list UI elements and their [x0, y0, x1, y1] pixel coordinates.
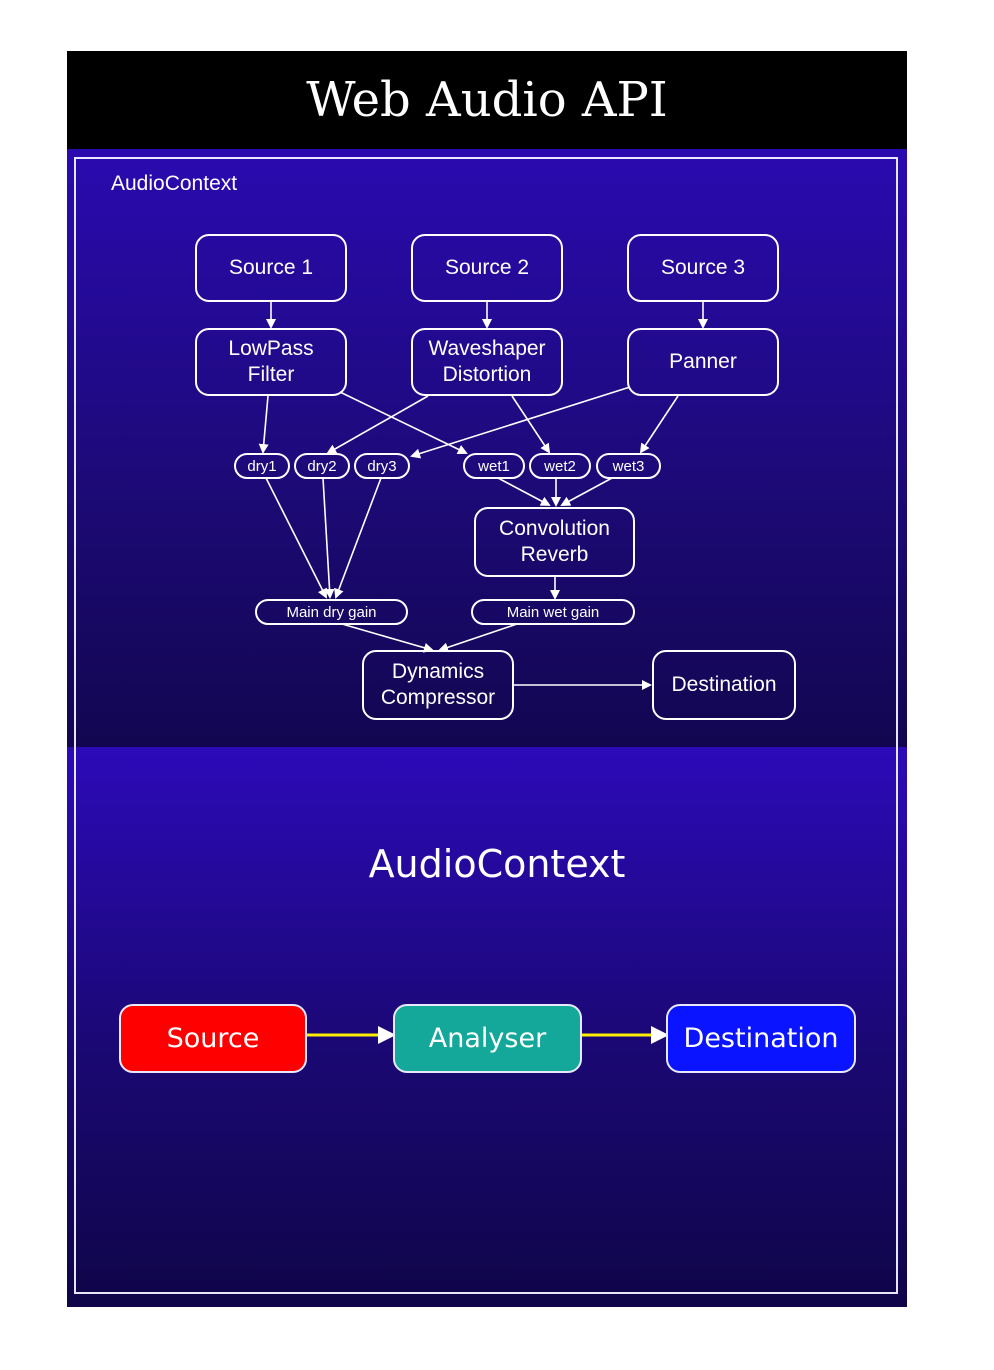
panner-node[interactable]: Panner	[627, 328, 779, 396]
source-2-node[interactable]: Source 2	[411, 234, 563, 302]
wet3-gain[interactable]: wet3	[596, 453, 661, 479]
arrow-dry3-maindry	[334, 477, 382, 599]
audiocontext-label-bottom: AudioContext	[368, 842, 626, 886]
wet2-gain[interactable]: wet2	[529, 453, 591, 479]
arrow-dry2-maindry	[322, 477, 335, 599]
page-title: Web Audio API	[306, 72, 668, 128]
arrow-panner-dry3	[410, 386, 631, 459]
source-node[interactable]: Source	[119, 1004, 307, 1073]
dry3-gain[interactable]: dry3	[354, 453, 410, 479]
dry2-gain[interactable]: dry2	[294, 453, 350, 479]
arrow-waveshaper-wet2	[511, 395, 551, 454]
dry1-gain[interactable]: dry1	[234, 453, 290, 479]
arrow-waveshaper-dry2	[326, 395, 429, 454]
analyser-node[interactable]: Analyser	[393, 1004, 582, 1073]
audiocontext-label-top: AudioContext	[111, 172, 238, 195]
arrow-maindry-compressor	[341, 623, 434, 653]
context-frame	[74, 157, 898, 1294]
arrowhead-analyser-destination	[651, 1026, 669, 1044]
arrow-mainwet-compressor	[438, 623, 518, 653]
source-3-node[interactable]: Source 3	[627, 234, 779, 302]
main-dry-gain[interactable]: Main dry gain	[255, 599, 408, 625]
arrow-wet3-reverb	[560, 477, 613, 506]
convolution-reverb-node[interactable]: Convolution Reverb	[474, 507, 635, 577]
main-wet-gain[interactable]: Main wet gain	[471, 599, 635, 625]
arrow-panner-wet3	[639, 395, 679, 454]
arrow-lowpass-dry1	[258, 395, 269, 454]
arrow-dry1-maindry	[265, 477, 327, 599]
arrowhead-source-analyser	[378, 1026, 396, 1044]
top-panel	[67, 149, 907, 747]
arrow-wet1-reverb	[497, 477, 551, 506]
lowpass-filter-node[interactable]: LowPass Filter	[195, 328, 347, 396]
dynamics-compressor-node[interactable]: Dynamics Compressor	[362, 650, 514, 720]
arrow-lowpass-wet1	[339, 391, 468, 455]
header-bar: Web Audio API	[67, 51, 907, 149]
waveshaper-distortion-node[interactable]: Waveshaper Distortion	[411, 328, 563, 396]
destination-node[interactable]: Destination	[666, 1004, 856, 1073]
wet1-gain[interactable]: wet1	[463, 453, 525, 479]
destination-node-top[interactable]: Destination	[652, 650, 796, 720]
source-1-node[interactable]: Source 1	[195, 234, 347, 302]
